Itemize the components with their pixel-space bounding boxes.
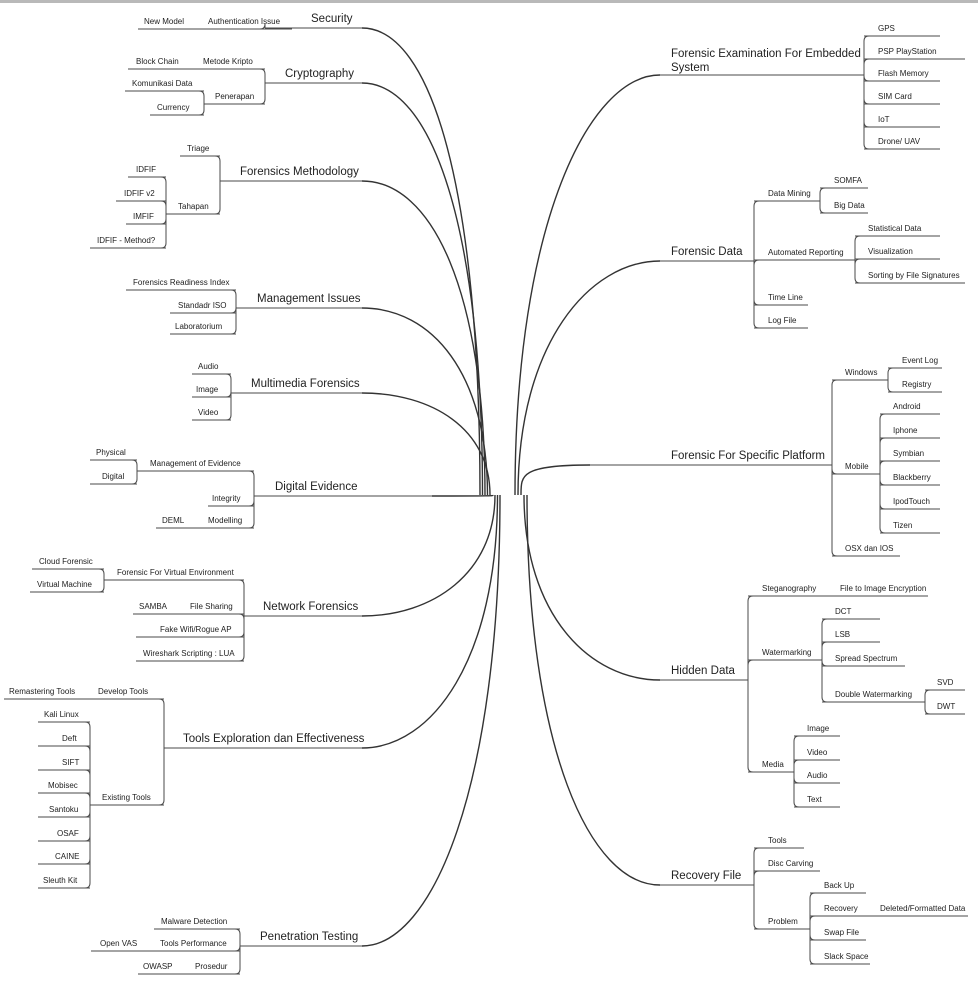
connector-caine: [84, 805, 91, 865]
connector-back-up: [809, 892, 816, 929]
connector-mobile: [831, 465, 838, 475]
connector-drone-uav: [863, 75, 870, 150]
connector-problem: [753, 885, 760, 930]
connector-visualization: [854, 258, 861, 265]
connector-management-of-evidence: [248, 470, 255, 496]
connector-digital: [131, 471, 138, 485]
connector-santoku: [84, 805, 91, 818]
connector-automated-reporting: [753, 259, 760, 266]
connector-physical: [131, 459, 138, 471]
connector-sift: [84, 769, 91, 805]
branch-curve-tools-exploration-dan-effectiveness: [361, 494, 499, 749]
connector-lines: [4, 23, 968, 975]
branch-curve-management-issues: [361, 307, 489, 496]
connector-windows: [831, 379, 838, 465]
connector-somfa: [819, 187, 826, 201]
connector-image: [225, 391, 232, 398]
branch-curve-forensic-for-specific-platform: [520, 464, 591, 496]
connector-idfif-method: [160, 214, 167, 249]
connector-penerapan: [259, 83, 266, 105]
connector-forensics-readiness-index: [230, 289, 237, 308]
connector-media: [747, 680, 754, 773]
connector-video: [793, 759, 800, 772]
connector-dct: [821, 618, 828, 660]
connector-mobisec: [84, 792, 91, 805]
connector-forensic-for-virtual-environment: [238, 579, 245, 616]
connector-iphone: [879, 437, 886, 474]
connector-psp-playstation: [863, 58, 870, 75]
connector-deft: [84, 745, 91, 805]
connector-tools-performance: [234, 945, 241, 952]
connector-text: [793, 772, 800, 808]
connector-slack-space: [809, 929, 816, 965]
branch-curve-recovery-file: [526, 494, 661, 886]
branch-curve-forensics-methodology: [361, 180, 486, 496]
branch-curve-multimedia-forensics: [361, 392, 491, 496]
connector-svd: [924, 689, 931, 702]
connector-image: [793, 735, 800, 772]
connector-big-data: [819, 201, 826, 214]
connector-sorting-by-file-signatures: [854, 260, 861, 284]
connector-triage: [214, 155, 221, 181]
connector-dwt: [924, 702, 931, 715]
branch-curve-forensic-examination-for-embedded-system: [514, 74, 661, 496]
connector-recovery: [809, 915, 816, 929]
connector-virtual-machine: [98, 580, 105, 593]
connector-integrity: [248, 496, 255, 507]
connector-cloud-forensic: [98, 568, 105, 580]
connector-idfif: [160, 176, 167, 214]
connector-modelling: [248, 496, 255, 529]
connector-disc-carving: [753, 870, 760, 885]
connector-existing-tools: [158, 748, 165, 806]
connector-develop-tools: [158, 698, 165, 748]
window-top-bar: [0, 0, 978, 3]
connector-audio: [793, 772, 800, 784]
connector-standadr-iso: [230, 307, 237, 314]
connector-spread-spectrum: [821, 660, 828, 667]
connector-osx-dan-ios: [831, 465, 838, 557]
branch-curve-forensic-data: [517, 260, 661, 496]
connector-tahapan: [214, 181, 221, 215]
connector-gps: [863, 35, 870, 75]
branch-curve-network-forensics: [361, 494, 496, 617]
connector-audio: [225, 373, 232, 393]
connector-steganography: [747, 595, 754, 680]
connector-data-mining: [753, 200, 760, 261]
connector-flash-memory: [863, 75, 870, 82]
connector-log-file: [753, 261, 760, 329]
connector-watermarking: [747, 659, 754, 680]
connector-file-sharing: [238, 613, 245, 620]
connector-metode-kripto: [259, 68, 266, 83]
connector-currency: [198, 104, 205, 116]
connector-wireshark-scripting-lua: [238, 616, 245, 662]
connector-statistical-data: [854, 235, 861, 260]
branch-curve-security: [361, 27, 481, 496]
connector-time-line: [753, 261, 760, 306]
connector-registry: [887, 380, 894, 393]
branch-curve-hidden-data: [523, 494, 661, 681]
connector-fake-wifi-rogue-ap: [238, 616, 245, 638]
connector-komunikasi-data: [198, 90, 205, 104]
branch-curve-digital-evidence: [431, 494, 494, 497]
branch-curve-cryptography: [361, 82, 484, 496]
connector-symbian: [879, 460, 886, 474]
connector-malware-detection: [234, 928, 241, 946]
connector-tools: [753, 847, 760, 885]
connector-idfif-v2: [160, 200, 167, 214]
connector-lsb: [821, 641, 828, 660]
connector-osaf: [84, 805, 91, 842]
connector-swap-file: [809, 929, 816, 941]
connector-event-log: [887, 367, 894, 380]
branch-curve-penetration-testing: [361, 494, 501, 947]
connector-imfif: [160, 214, 167, 225]
connector-android: [879, 413, 886, 474]
connector-ipodtouch: [879, 474, 886, 510]
connector-blackberry: [879, 474, 886, 486]
